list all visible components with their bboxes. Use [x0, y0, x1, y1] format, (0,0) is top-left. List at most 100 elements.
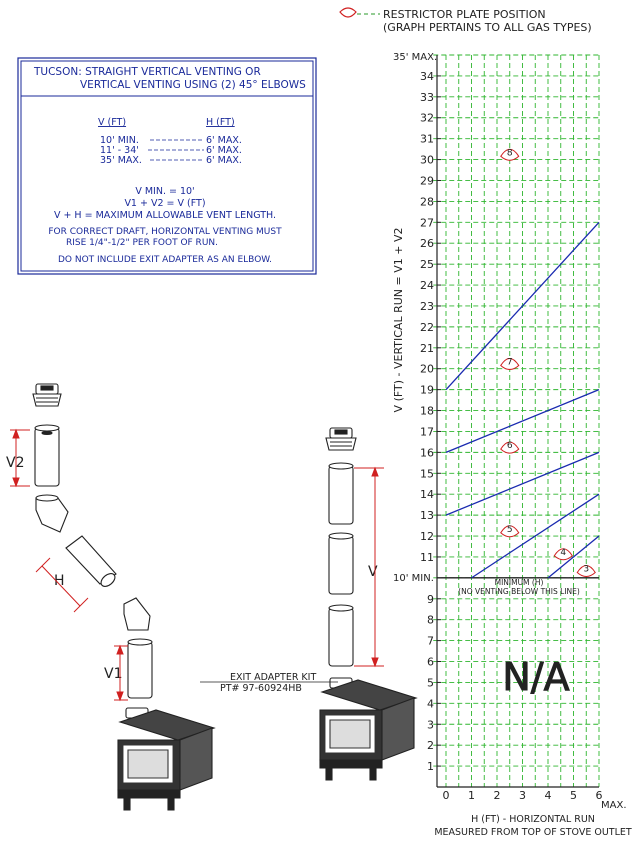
- y-tick-label: 11: [420, 551, 434, 564]
- col-v-header: V (FT): [98, 117, 126, 128]
- exit-adapter-label: EXIT ADAPTER KIT: [230, 672, 316, 683]
- restrictor-legend: RESTRICTOR PLATE POSITION (GRAPH PERTAIN…: [339, 7, 592, 34]
- x-axis-sublabel: MEASURED FROM TOP OF STOVE OUTLET: [434, 827, 632, 838]
- y-tick-label: 22: [420, 321, 434, 334]
- y-tick-label: 17: [420, 425, 434, 438]
- x-tick-label: 6: [596, 789, 603, 802]
- x-tick-label: 4: [545, 789, 552, 802]
- y-tick-label: 15: [420, 467, 434, 480]
- boundary-line: [445, 221, 600, 391]
- graph-grid: [433, 54, 600, 787]
- x-tick-label: 0: [443, 789, 450, 802]
- restrictor-marker-label: 4: [560, 548, 566, 558]
- y-tick-label: 21: [420, 342, 434, 355]
- row3-h: 6' MAX.: [206, 155, 242, 166]
- eq-vh: V + H = MAXIMUM ALLOWABLE VENT LENGTH.: [54, 210, 276, 221]
- y-tick-label: 8: [427, 614, 434, 627]
- legend-line1: RESTRICTOR PLATE POSITION: [383, 8, 546, 21]
- legend-line2: (GRAPH PERTAINS TO ALL GAS TYPES): [383, 21, 592, 34]
- note-draft-2: RISE 1/4"-1/2" PER FOOT OF RUN.: [66, 238, 218, 248]
- row1-h: 6' MAX.: [206, 135, 242, 146]
- y-tick-label: 25: [420, 258, 434, 271]
- info-title1: TUCSON: STRAIGHT VERTICAL VENTING OR: [33, 66, 261, 78]
- restrictor-marker-shape: [576, 565, 596, 577]
- boundary-line: [445, 451, 600, 516]
- right-pipe-1: [328, 465, 354, 525]
- row3-v: 35' MAX.: [100, 155, 142, 166]
- y-tick-label: 1: [427, 760, 434, 773]
- y-tick-label: 18: [420, 405, 434, 418]
- restrictor-marker-7: 7: [500, 357, 520, 370]
- col-h-header: H (FT): [206, 117, 235, 128]
- x-tick-label: 2: [494, 789, 501, 802]
- y-tick-label: 28: [420, 195, 434, 208]
- right-pipe-2: [328, 535, 354, 595]
- left-vent-assembly: V2 H V1: [6, 383, 216, 811]
- row1-v: 10' MIN.: [100, 135, 139, 146]
- y-tick-label: 20: [420, 363, 434, 376]
- restrictor-plate-icon: [339, 7, 357, 18]
- min-h-label: MINIMUM (H): [495, 578, 544, 587]
- y-tick-label: 29: [420, 174, 434, 187]
- x-tick-label: 3: [519, 789, 526, 802]
- y-axis-label: V (FT) - VERTICAL RUN = V1 + V2: [392, 228, 405, 413]
- restrictor-marker-shape: [553, 548, 573, 561]
- na-label: N/A: [502, 655, 569, 699]
- label-v2: V2: [6, 455, 24, 471]
- y-tick-label: 34: [420, 70, 434, 83]
- note-draft-1: FOR CORRECT DRAFT, HORIZONTAL VENTING MU…: [48, 227, 282, 237]
- left-stove: [117, 709, 216, 811]
- right-pipe-3: [328, 607, 354, 667]
- graph-min-label: 10' MIN.: [393, 573, 434, 584]
- left-pipe-v1: [127, 641, 153, 699]
- y-tick-label: 27: [420, 216, 434, 229]
- label-h: H: [54, 573, 65, 589]
- graph-axes: [436, 55, 599, 788]
- y-tick-label: 2: [427, 739, 434, 752]
- y-tick-label: 3: [427, 718, 434, 731]
- restrictor-markers: 8 7 6 5 43: [500, 148, 596, 577]
- boundary-line: [445, 389, 600, 453]
- right-vent-cap: [325, 427, 357, 451]
- graph-series: [445, 221, 600, 579]
- restrictor-marker-5: 5: [500, 525, 520, 538]
- restrictor-marker-shape: [500, 148, 520, 161]
- y-tick-label: 31: [420, 133, 434, 146]
- y-tick-label: 19: [420, 384, 434, 397]
- restrictor-marker-shape: [500, 525, 520, 538]
- label-v: V: [368, 564, 378, 580]
- left-vent-cap: [32, 383, 62, 407]
- left-elbow-1: [35, 494, 69, 533]
- y-tick-label: 33: [420, 91, 434, 104]
- x-max-label: MAX.: [601, 800, 627, 811]
- info-title2: VERTICAL VENTING USING (2) 45° ELBOWS: [80, 79, 306, 91]
- left-dimensions: [10, 428, 128, 702]
- graph-ticks: 1234567891112131415161718192021222324252…: [420, 70, 603, 802]
- y-tick-label: 13: [420, 509, 434, 522]
- restrictor-marker-3: 3: [576, 564, 596, 577]
- info-box: TUCSON: STRAIGHT VERTICAL VENTING OR VER…: [17, 57, 317, 275]
- right-vent-assembly: V: [319, 427, 418, 781]
- row2-h: 6' MAX.: [206, 145, 242, 156]
- y-tick-label: 4: [427, 697, 434, 710]
- row2-v: 11' - 34': [100, 145, 139, 156]
- eq-v1v2: V1 + V2 = V (FT): [124, 198, 205, 209]
- exit-adapter-part: PT# 97-60924HB: [220, 683, 302, 694]
- y-tick-label: 23: [420, 300, 434, 313]
- restrictor-marker-label: 5: [507, 525, 513, 535]
- y-tick-label: 12: [420, 530, 434, 543]
- y-tick-label: 14: [420, 488, 434, 501]
- label-v1: V1: [104, 666, 122, 682]
- restrictor-marker-label: 6: [507, 441, 513, 451]
- x-tick-label: 5: [570, 789, 577, 802]
- y-tick-label: 5: [427, 676, 434, 689]
- y-tick-label: 16: [420, 446, 434, 459]
- y-tick-label: 24: [420, 279, 434, 292]
- restrictor-marker-label: 8: [507, 148, 513, 158]
- x-axis-label: H (FT) - HORIZONTAL RUN: [471, 814, 595, 825]
- right-stove: [319, 679, 418, 781]
- y-tick-label: 26: [420, 237, 434, 250]
- restrictor-marker-8: 8: [500, 148, 520, 161]
